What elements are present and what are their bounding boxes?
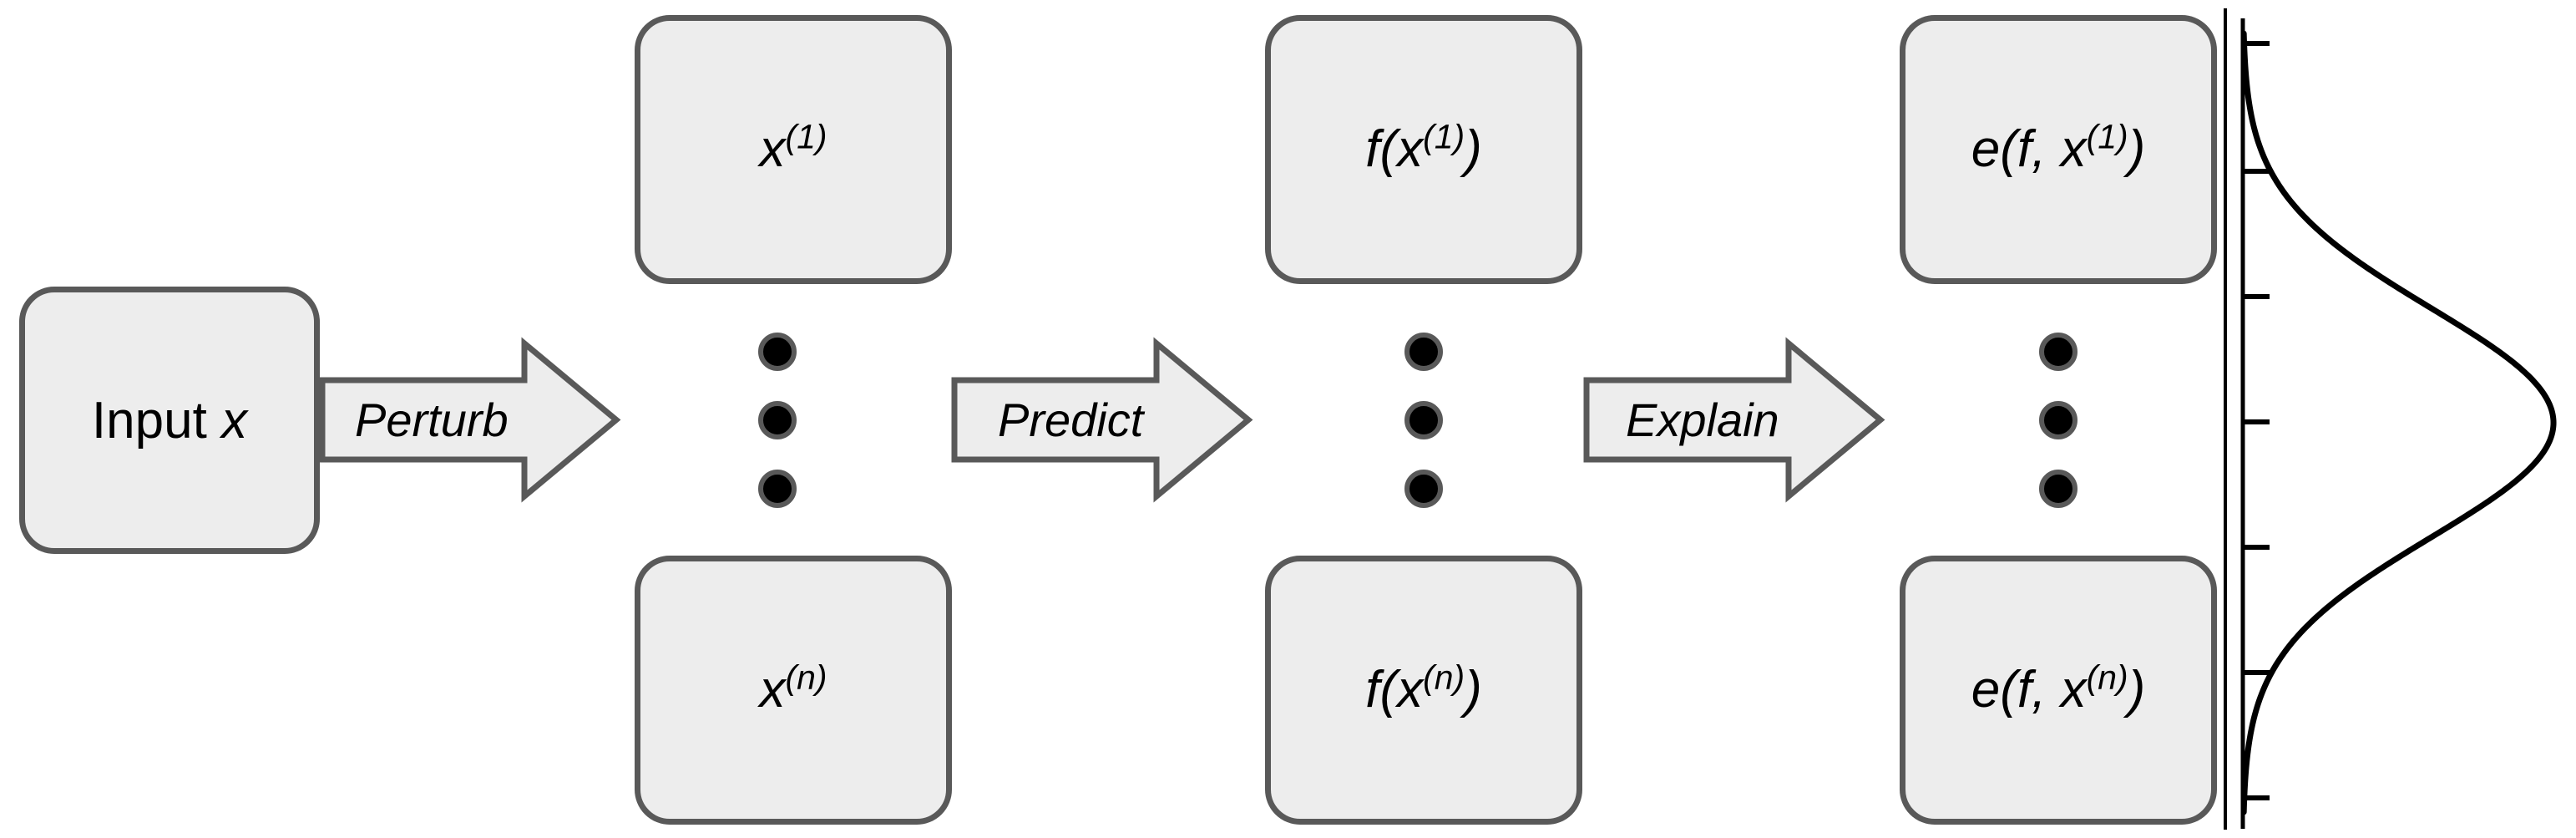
node-explanation-bottom[interactable]: e(f, x(n)) [1900,556,2217,825]
ellipsis-dot [1404,333,1443,371]
section-divider [2224,8,2227,830]
node-perturbation-bottom[interactable]: x(n) [635,556,952,825]
distribution-curve [2240,30,2557,815]
arrow-predict[interactable]: Predict [951,337,1253,503]
ellipsis-dot [758,333,797,371]
ellipsis-dot [758,401,797,439]
ellipsis-perturbations [758,333,797,508]
ellipsis-predictions [1404,333,1443,508]
ellipsis-dot [2039,401,2078,439]
node-explanation-top[interactable]: e(f, x(1)) [1900,15,2217,284]
node-input-x[interactable]: Input x [19,287,320,554]
ellipsis-dot [1404,470,1443,508]
node-prediction-bottom[interactable]: f(x(n)) [1265,556,1582,825]
node-explanation-top-label: e(f, x(1)) [1971,117,2146,178]
ellipsis-explanations [2039,333,2078,508]
node-perturbation-top-label: x(1) [759,117,827,178]
ellipsis-dot [1404,401,1443,439]
arrow-perturb[interactable]: Perturb [319,337,621,503]
distribution-plot [2238,0,2576,838]
node-perturbation-bottom-label: x(n) [759,658,827,719]
node-prediction-top[interactable]: f(x(1)) [1265,15,1582,284]
arrow-explain[interactable]: Explain [1583,337,1885,503]
node-prediction-top-label: f(x(1)) [1365,117,1482,178]
node-prediction-bottom-label: f(x(n)) [1365,658,1482,719]
ellipsis-dot [758,470,797,508]
node-input-x-label: Input x [91,391,248,449]
node-perturbation-top[interactable]: x(1) [635,15,952,284]
ellipsis-dot [2039,333,2078,371]
distribution-ticks [2243,41,2270,800]
node-explanation-bottom-label: e(f, x(n)) [1971,658,2146,719]
ellipsis-dot [2039,470,2078,508]
